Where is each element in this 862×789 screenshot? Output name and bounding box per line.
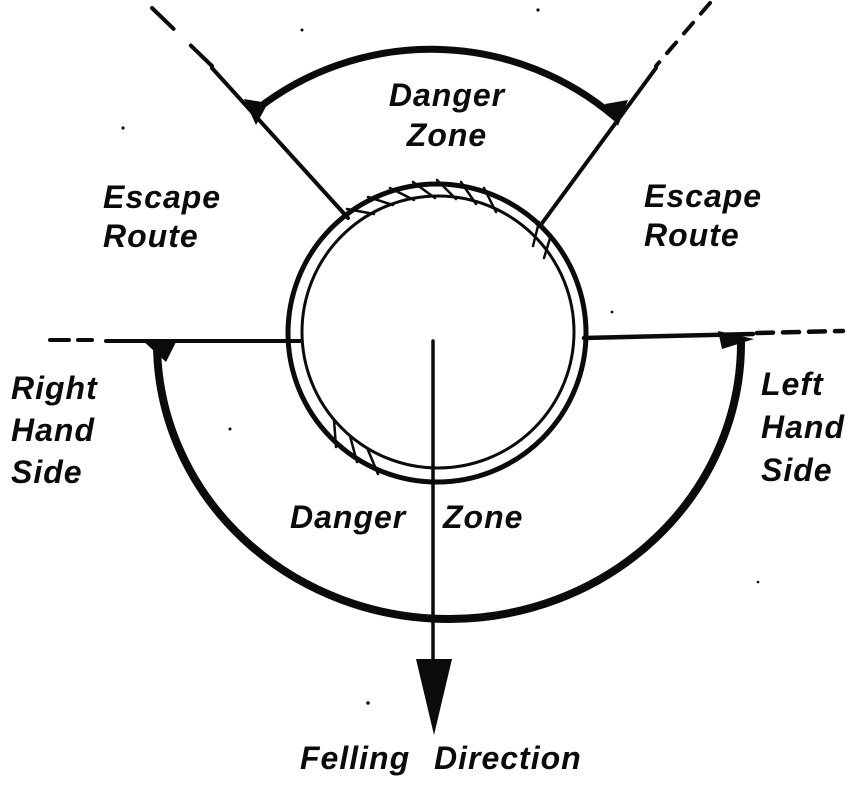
junction-arrowhead-right [718, 331, 754, 349]
label-line: Right [11, 370, 98, 406]
danger-zone-top-arc [244, 45, 628, 126]
danger-zone-top-label: Danger Zone [347, 75, 547, 155]
side-boundary-left [48, 338, 302, 362]
escape-route-left-label: Escape Route [103, 178, 221, 256]
label-line: Hand [761, 409, 845, 445]
label-line: Escape [103, 179, 222, 215]
arc-arrowhead-left [244, 99, 268, 125]
scan-specks [121, 8, 760, 705]
danger-zone-bottom-label-word1: Danger [290, 499, 407, 535]
danger-zone-bottom-label-word2: Zone [443, 499, 524, 535]
felling-direction-label: Felling Direction [300, 740, 582, 776]
escape-route-boundary-right [538, 1, 712, 228]
left-hand-side-label: Left Hand Side [761, 363, 845, 492]
danger-zone-bottom-arc [153, 339, 745, 623]
label-line: Side [11, 454, 83, 490]
label-line: Zone [406, 117, 488, 153]
label-line: Hand [11, 412, 95, 448]
felling-direction-arrow [416, 339, 452, 735]
right-hand-side-label: Right Hand Side [11, 367, 98, 493]
side-boundary-right [581, 328, 846, 349]
label-line: Side [761, 452, 833, 488]
label-line: Left [761, 366, 824, 402]
label-line: Escape [644, 178, 763, 214]
label-line: Route [644, 217, 740, 253]
bark-hatching [332, 178, 553, 476]
label-line: Danger [388, 77, 506, 113]
arc-arrowhead-right [605, 100, 628, 126]
tree-trunk [285, 181, 589, 485]
escape-route-boundary-left [150, 6, 350, 220]
escape-route-right-label: Escape Route [644, 177, 762, 255]
label-line: Route [103, 218, 199, 254]
arrow-head [416, 659, 452, 735]
